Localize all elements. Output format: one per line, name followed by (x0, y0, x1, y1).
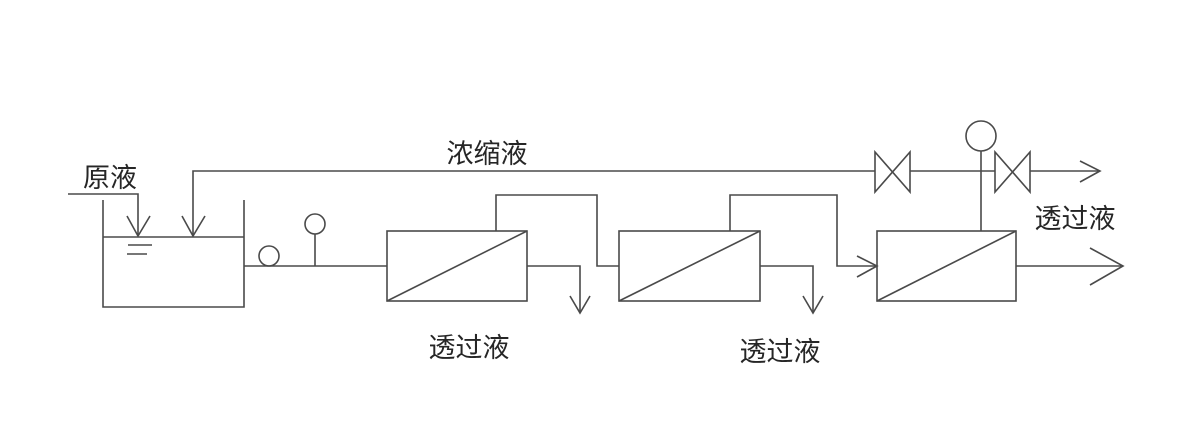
tank-walls (102, 200, 245, 308)
module-diagonal (386, 230, 528, 302)
module-diagonal (618, 230, 761, 302)
top-gauge-icon (965, 120, 997, 231)
valve-icon-1 (874, 149, 911, 195)
down-arrow-icon (181, 215, 206, 238)
membrane-module-1 (386, 230, 528, 302)
membrane-module-2 (618, 230, 761, 302)
permeate-label-1: 透过液 (429, 333, 510, 363)
permeate-pipe-2 (760, 265, 814, 313)
permeate-label-3: 透过液 (1035, 204, 1116, 234)
feed-tank (102, 200, 245, 308)
feed-label: 原液 (83, 163, 137, 193)
membrane-module-3 (876, 230, 1017, 302)
concentrate-label: 浓缩液 (447, 139, 528, 169)
concentrate-return-line (181, 170, 875, 238)
down-arrow-icon (569, 295, 591, 315)
pressure-gauge-icon (304, 213, 326, 266)
module1-bypass-line (495, 194, 619, 267)
concentrate-pipe (192, 170, 875, 236)
bypass-pipe (729, 194, 877, 267)
module2-bypass-line (729, 194, 879, 278)
right-arrow-icon (1079, 160, 1102, 183)
permeate-label-2: 透过液 (740, 337, 821, 367)
module-diagonal (876, 230, 1017, 302)
pump-circle (258, 245, 280, 267)
final-permeate-outlet (1016, 247, 1125, 286)
feed-pipe (68, 193, 139, 236)
gauge-dial (965, 120, 997, 152)
down-arrow-icon (126, 215, 151, 238)
concentrate-outlet-arrow (1030, 160, 1102, 183)
permeate-outlet-2 (760, 265, 824, 315)
pump-icon (258, 245, 280, 267)
feed-inlet-line (68, 193, 151, 238)
right-arrow-icon (1089, 247, 1125, 286)
permeate-pipe-1 (527, 265, 581, 313)
down-arrow-icon (802, 295, 824, 315)
valve-icon-2 (994, 149, 1031, 195)
level-mark-icon (127, 244, 152, 255)
gauge-dial (304, 213, 326, 235)
permeate-outlet-1 (527, 265, 591, 315)
